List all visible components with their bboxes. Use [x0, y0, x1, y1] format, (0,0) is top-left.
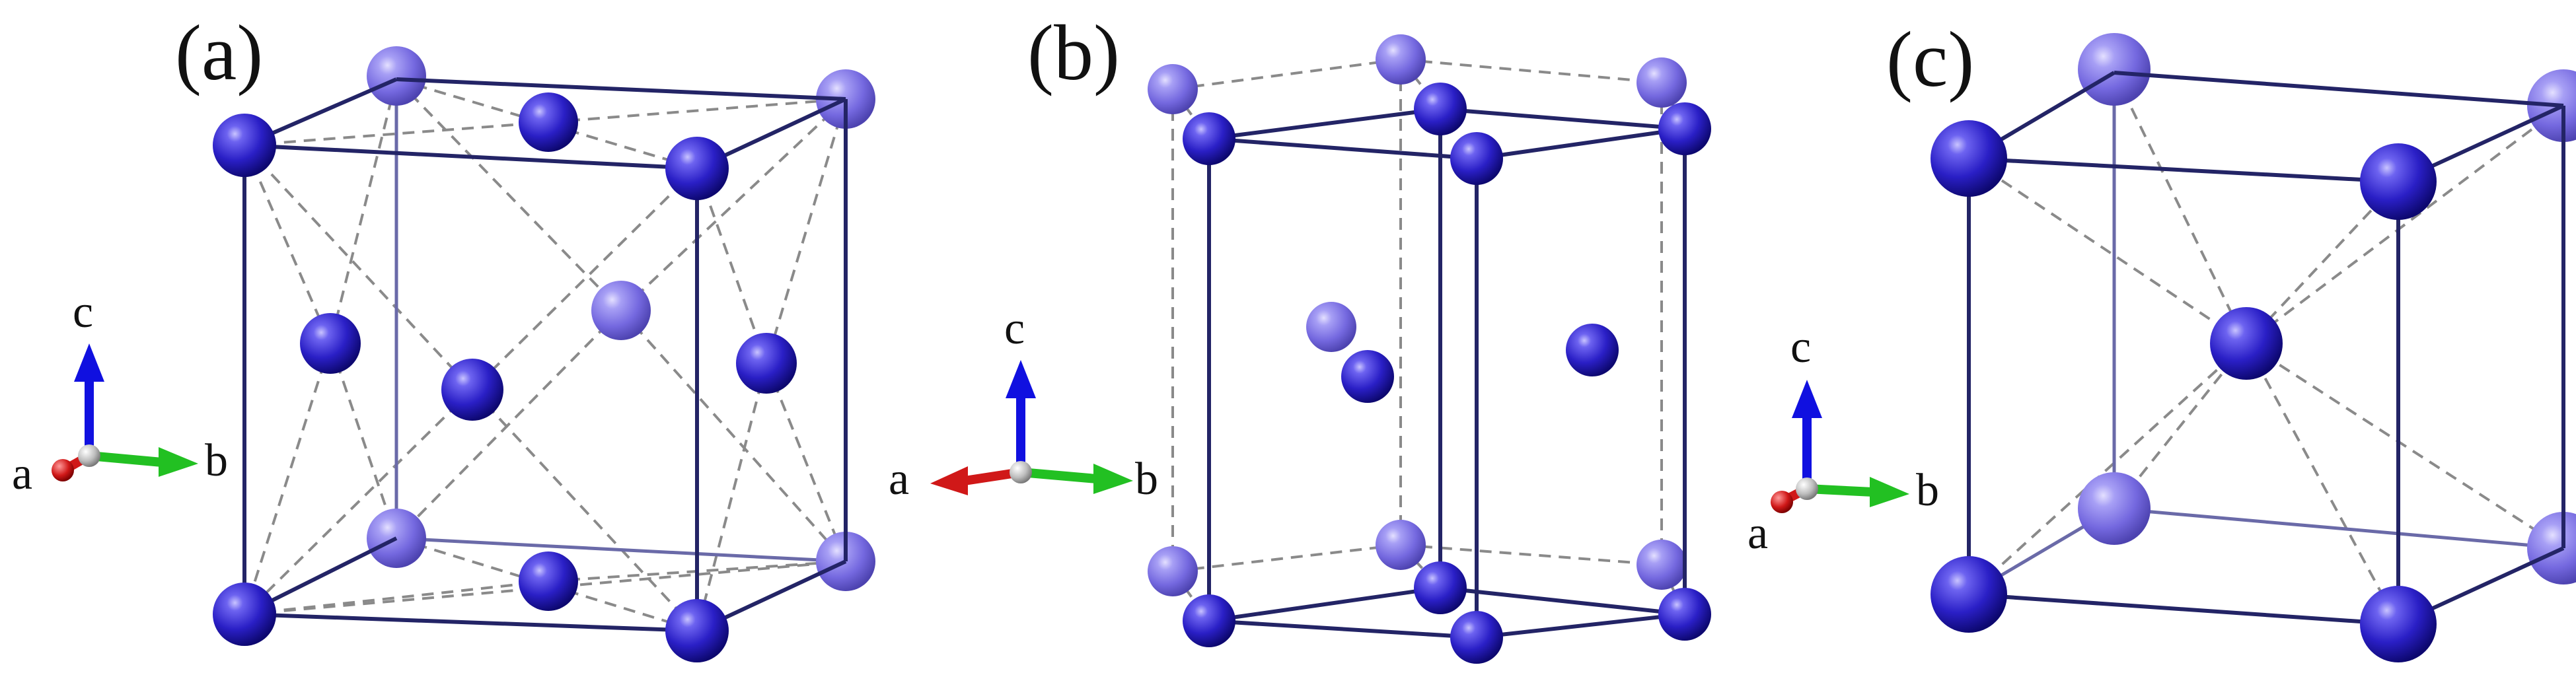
axis-origin-icon [78, 444, 100, 467]
atom [1148, 64, 1198, 114]
atom [1450, 611, 1503, 664]
c-axis-label: c [73, 287, 93, 337]
atom [519, 551, 578, 611]
c-axis-arrow-icon [1006, 360, 1036, 398]
panel-c: (c) c b a [1748, 15, 2576, 662]
atom [665, 599, 729, 662]
panel-label: (c) [1886, 15, 1974, 103]
atom [519, 92, 578, 152]
atom [1376, 34, 1426, 85]
atom [1306, 302, 1356, 352]
panel-c-axis-indicator: c b a [1748, 322, 1939, 559]
atom [2210, 307, 2283, 380]
b-axis-arrow-icon [159, 447, 198, 477]
panel-a: (a) c b a [12, 9, 875, 662]
atom [300, 313, 361, 374]
panel-b-front-atoms [1183, 83, 1711, 664]
panel-a-axis-indicator: c b a [12, 287, 228, 499]
atom [1414, 561, 1467, 614]
atom [1931, 556, 2007, 633]
atom [441, 359, 503, 421]
c-axis-arrow-icon [74, 343, 104, 382]
a-axis-ball-icon [52, 459, 74, 481]
panel-c-dashed-lines [1968, 72, 2565, 625]
axis-origin-icon [1010, 461, 1032, 483]
atom [367, 46, 426, 106]
panel-c-front-atoms [1931, 120, 2437, 662]
atom [591, 281, 651, 340]
panel-a-back-edges [394, 79, 846, 563]
atom [1637, 57, 1687, 108]
a-axis-arrow-icon [930, 466, 968, 495]
atom [213, 583, 276, 646]
atom [736, 333, 797, 394]
axis-origin-icon [1796, 478, 1818, 500]
atom [1376, 520, 1426, 570]
atom [2527, 512, 2576, 584]
atom [2078, 33, 2151, 106]
a-axis-label: a [889, 454, 909, 505]
atom [1931, 120, 2007, 197]
atom [1183, 594, 1235, 647]
atom [1566, 324, 1619, 376]
atom [1450, 132, 1503, 185]
panel-label: (a) [175, 9, 263, 96]
panel-b: (b) c b a [889, 9, 1711, 664]
atom [1341, 350, 1394, 403]
b-axis-label: b [1135, 454, 1158, 505]
atom [1148, 546, 1198, 596]
panel-b-front-edges [1207, 107, 1687, 639]
atom [2360, 586, 2437, 662]
c-axis-label: c [1004, 303, 1025, 354]
atom [1414, 83, 1467, 135]
atom [1183, 112, 1235, 165]
c-axis-arrow-icon [1792, 380, 1822, 418]
b-axis-arrow-icon [1870, 477, 1909, 507]
panel-a-front-atoms [213, 92, 797, 662]
panel-c-back-atoms [2078, 33, 2576, 584]
atom [2360, 143, 2437, 220]
atom [1658, 588, 1711, 641]
atom [665, 137, 729, 200]
a-axis-label: a [1748, 508, 1768, 559]
atom [213, 114, 276, 177]
b-axis-label: b [1916, 465, 1939, 516]
c-axis-label: c [1790, 322, 1811, 372]
atom [2078, 472, 2151, 545]
panel-label: (b) [1027, 9, 1120, 96]
a-axis-label: a [12, 448, 32, 499]
panel-b-back-atoms [1148, 34, 1687, 596]
a-axis-ball-icon [1771, 491, 1793, 513]
atom [1637, 540, 1687, 590]
b-axis-label: b [205, 435, 228, 486]
atom [1658, 102, 1711, 155]
panel-b-axis-indicator: c b a [889, 303, 1158, 505]
b-axis-arrow-icon [1093, 464, 1133, 494]
